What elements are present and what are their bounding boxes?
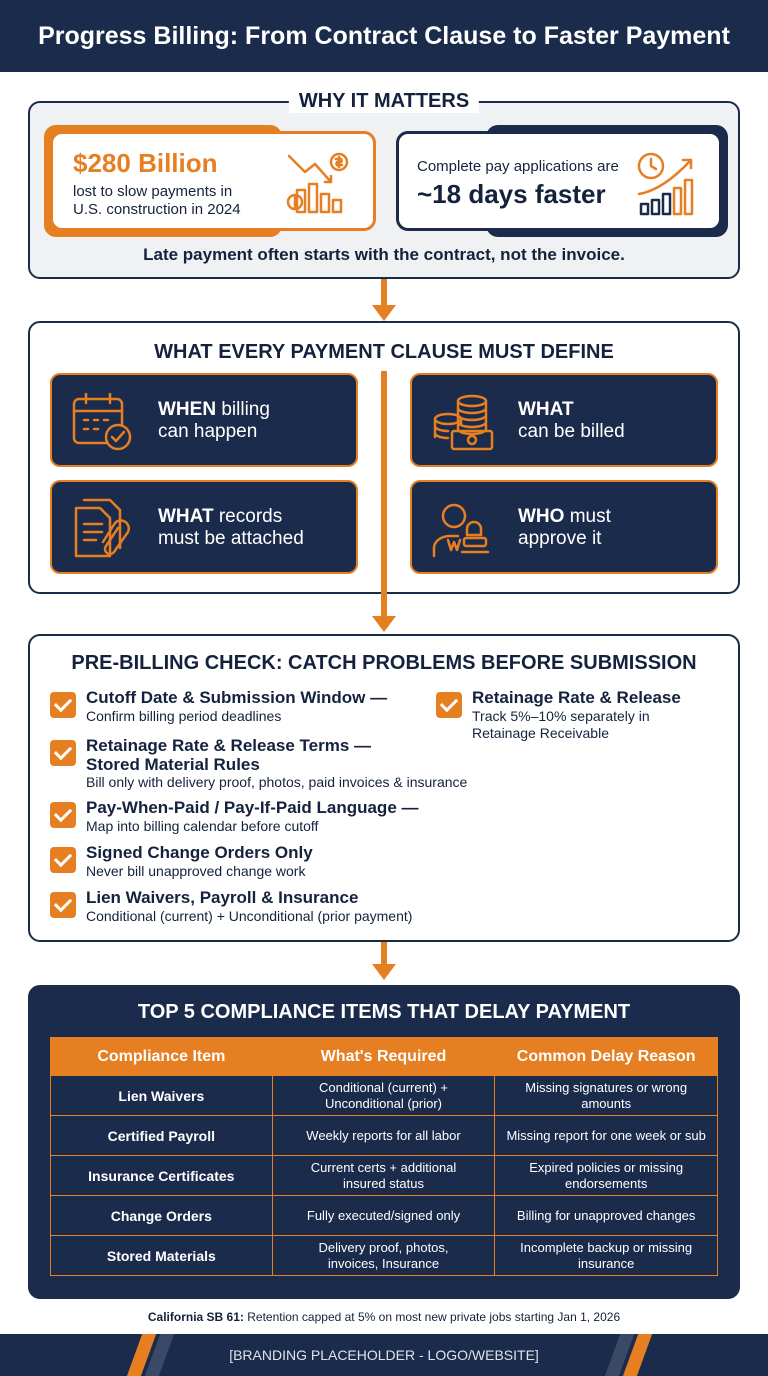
- table-header: Compliance Item: [50, 1037, 273, 1076]
- checkbox-checked-icon: [50, 802, 76, 828]
- stat2-desc: Complete pay applications are: [417, 158, 619, 175]
- table-header: What's Required: [271, 1037, 496, 1076]
- compliance-table: Compliance Item What's Required Common D…: [50, 1037, 718, 1276]
- why-section-title: WHY IT MATTERS: [288, 90, 480, 113]
- stat2-value: ~18 days faster: [417, 179, 606, 209]
- stat-desc-line1: lost to slow payments in: [73, 183, 233, 200]
- pre-billing-check-section: PRE-BILLING CHECK: CATCH PROBLEMS BEFORE…: [28, 634, 740, 942]
- stat-card-slow-payments: $280 Billion lost to slow payments in U.…: [50, 131, 376, 231]
- checkbox-checked-icon: [50, 892, 76, 918]
- checkbox-checked-icon: [436, 692, 462, 718]
- table-header: Common Delay Reason: [494, 1037, 718, 1076]
- checkbox-checked-icon: [50, 847, 76, 873]
- clause-divider-line: [381, 371, 387, 621]
- why-footer-text: Late payment often starts with the contr…: [143, 245, 625, 264]
- stat-card-faster-payments: Complete pay applications are ~18 days f…: [396, 131, 722, 231]
- compliance-section: TOP 5 COMPLIANCE ITEMS THAT DELAY PAYMEN…: [28, 985, 740, 1299]
- flow-arrow-3: [372, 942, 396, 985]
- page-title: Progress Billing: From Contract Clause t…: [38, 21, 730, 50]
- flow-arrow-1: [372, 279, 396, 321]
- compliance-section-title: TOP 5 COMPLIANCE ITEMS THAT DELAY PAYMEN…: [137, 1001, 631, 1023]
- calendar-check-icon: [72, 392, 132, 451]
- person-stamp-icon: [432, 503, 490, 558]
- checkbox-checked-icon: [50, 692, 76, 718]
- clock-rising-chart-icon: [637, 152, 694, 216]
- footnote-sb61: California SB 61: Retention capped at 5%…: [147, 1310, 621, 1324]
- check-section-title: PRE-BILLING CHECK: CATCH PROBLEMS BEFORE…: [71, 652, 697, 674]
- branding-placeholder-text: [BRANDING PLACEHOLDER - LOGO/WEBSITE]: [229, 1347, 539, 1363]
- table-row: Insurance Certificates Current certs + a…: [50, 1155, 718, 1196]
- clause-section-title: WHAT EVERY PAYMENT CLAUSE MUST DEFINE: [154, 341, 614, 363]
- coins-cash-icon: [433, 394, 494, 451]
- stat-value-billion: $280 Billion: [73, 148, 218, 178]
- branding-footer: [BRANDING PLACEHOLDER - LOGO/WEBSITE]: [0, 1334, 768, 1376]
- why-it-matters-section: WHY IT MATTERS $280 Billion lost to slow…: [28, 90, 740, 279]
- table-row: Lien Waivers Conditional (current) +Unco…: [50, 1075, 718, 1116]
- header-banner: Progress Billing: From Contract Clause t…: [0, 0, 768, 72]
- table-row: Stored Materials Delivery proof, photos,…: [50, 1235, 718, 1276]
- flow-arrow-2: [372, 600, 396, 634]
- documents-paperclip-icon: [74, 498, 130, 558]
- falling-money-chart-icon: [286, 152, 349, 214]
- table-row: Change Orders Fully executed/signed only…: [50, 1195, 718, 1236]
- stat-desc-line2: U.S. construction in 2024: [73, 201, 241, 218]
- table-row: Certified Payroll Weekly reports for all…: [50, 1115, 718, 1156]
- checkbox-checked-icon: [50, 740, 76, 766]
